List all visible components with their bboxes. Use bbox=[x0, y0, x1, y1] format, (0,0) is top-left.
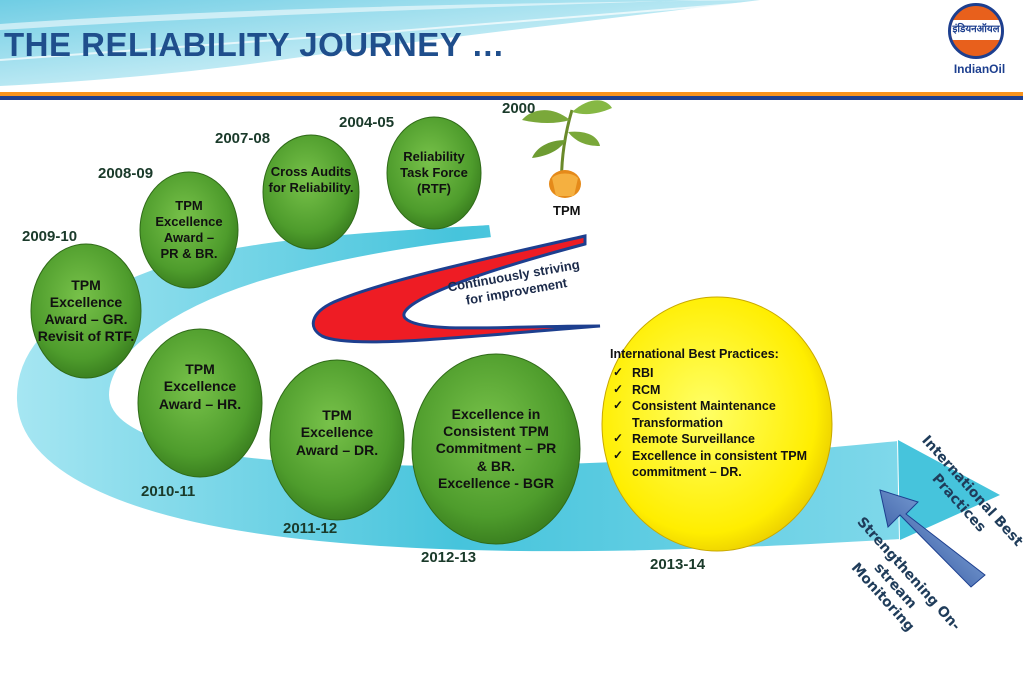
year-label-current: 2013-14 bbox=[650, 556, 706, 573]
list-item: ✓RCM bbox=[613, 381, 661, 397]
checkmark-icon: ✓ bbox=[613, 398, 624, 413]
list-item: ✓Excellence in consistent TPM commitment… bbox=[613, 447, 808, 480]
milestone-text: TPM Excellence Award – HR. bbox=[158, 361, 242, 412]
checkmark-icon: ✓ bbox=[613, 447, 624, 462]
page-title: THE RELIABILITY JOURNEY … bbox=[4, 26, 505, 63]
header-band bbox=[0, 0, 1023, 100]
best-practices-list: ✓RBI ✓RCM ✓Consistent Maintenance Transf… bbox=[610, 365, 810, 481]
year-label: 2008-09 bbox=[98, 165, 154, 182]
year-label: 2010-11 bbox=[141, 483, 196, 500]
milestone-circle-2012 bbox=[411, 353, 581, 545]
start-label: TPM bbox=[553, 203, 581, 218]
logo-name: IndianOil bbox=[953, 62, 1006, 76]
year-label: 2004-05 bbox=[339, 114, 395, 131]
milestone-circle-2013 bbox=[601, 296, 833, 552]
year-label: 2012-13 bbox=[421, 549, 477, 566]
year-label: 2007-08 bbox=[215, 130, 271, 147]
checkmark-icon: ✓ bbox=[613, 365, 624, 380]
sapling-icon bbox=[522, 100, 612, 198]
milestone-text: Reliability Task Force (RTF) bbox=[400, 149, 468, 196]
milestone-text: Cross Audits for Reliability. bbox=[268, 164, 354, 195]
list-item: ✓Consistent Maintenance Transformation bbox=[613, 398, 776, 430]
milestone-text: Excellence in Consistent TPM Commitment … bbox=[435, 406, 557, 491]
improvement-arrow-icon bbox=[879, 489, 986, 588]
divider-orange bbox=[0, 92, 1023, 96]
milestone-circle-2009 bbox=[30, 243, 142, 379]
improvement-swoosh bbox=[311, 234, 601, 344]
year-label: 2011-12 bbox=[283, 520, 338, 537]
best-practices-heading: International Best Practices: bbox=[610, 347, 779, 361]
divider-blue bbox=[0, 96, 1023, 100]
best-practices-panel: International Best Practices: ✓RBI ✓RCM … bbox=[610, 346, 810, 481]
list-item: ✓RBI bbox=[613, 365, 654, 381]
year-label: 2009-10 bbox=[22, 228, 78, 245]
checkmark-icon: ✓ bbox=[613, 431, 624, 446]
milestone-circle-2010 bbox=[137, 328, 263, 478]
milestone-circle-2011 bbox=[269, 359, 405, 521]
milestone-circle-2004 bbox=[386, 116, 482, 230]
list-item: ✓Remote Surveillance bbox=[613, 431, 755, 447]
indianoil-emblem-icon: इंडियनऑयल bbox=[948, 3, 1004, 59]
milestone-circle-2007 bbox=[262, 134, 360, 250]
milestone-circle-2008 bbox=[139, 171, 239, 289]
journey-path-arrowhead bbox=[898, 440, 1000, 540]
milestone-text: TPM Excellence Award – DR. bbox=[295, 407, 379, 458]
milestone-text: TPM Excellence Award – PR & BR. bbox=[155, 198, 223, 261]
milestone-text: TPM Excellence Award – GR. Revisit of RT… bbox=[37, 276, 135, 345]
indianoil-logo: इंडियनऑयल IndianOil bbox=[936, 0, 1023, 84]
checkmark-icon: ✓ bbox=[613, 381, 624, 396]
year-label-start: 2000 bbox=[502, 100, 536, 117]
logo-emblem-text: इंडियनऑयल bbox=[951, 20, 1001, 40]
